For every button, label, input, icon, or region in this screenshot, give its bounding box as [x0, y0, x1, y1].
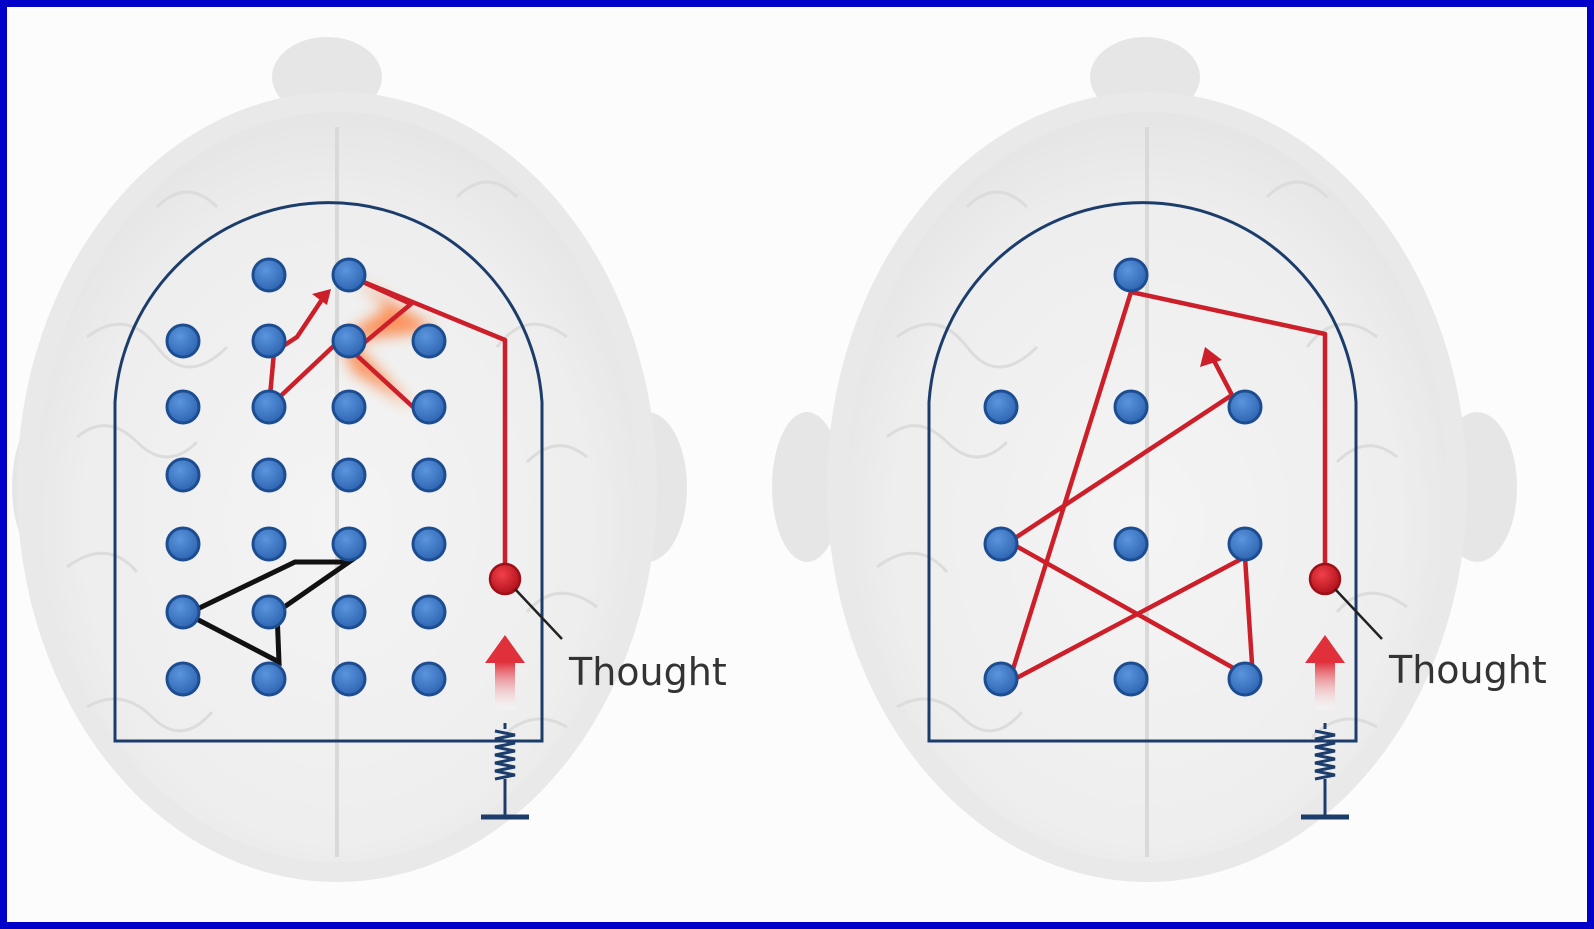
left-node	[413, 596, 445, 628]
left-node	[333, 325, 365, 357]
right-node	[1229, 528, 1261, 560]
right-node	[1229, 391, 1261, 423]
left-node	[333, 528, 365, 560]
diagram-svg: Thought	[7, 7, 1587, 922]
left-node	[333, 459, 365, 491]
left-node	[253, 663, 285, 695]
left-node	[253, 391, 285, 423]
left-node	[253, 325, 285, 357]
right-node	[985, 663, 1017, 695]
left-node	[413, 663, 445, 695]
left-node	[167, 391, 199, 423]
right-thought-label: Thought	[1388, 648, 1547, 692]
right-node	[1115, 528, 1147, 560]
left-node	[333, 391, 365, 423]
right-node	[1115, 663, 1147, 695]
left-node	[333, 663, 365, 695]
left-node	[167, 528, 199, 560]
left-node	[413, 528, 445, 560]
right-node	[1115, 391, 1147, 423]
left-node	[253, 528, 285, 560]
left-node	[253, 259, 285, 291]
right-node	[985, 528, 1017, 560]
right-node	[1115, 259, 1147, 291]
left-node	[413, 391, 445, 423]
left-node	[167, 596, 199, 628]
right-node	[1229, 663, 1261, 695]
left-thought-label: Thought	[568, 650, 727, 694]
left-node	[167, 663, 199, 695]
right-panel: Thought	[772, 37, 1547, 882]
left-node	[413, 325, 445, 357]
left-node	[253, 459, 285, 491]
left-node	[167, 325, 199, 357]
left-node	[333, 596, 365, 628]
left-node	[167, 459, 199, 491]
diagram-stage: Thought	[7, 7, 1587, 922]
left-node	[253, 596, 285, 628]
left-panel: Thought	[12, 37, 727, 882]
right-head-silhouette	[772, 37, 1517, 882]
right-node	[985, 391, 1017, 423]
left-node	[413, 459, 445, 491]
left-node	[333, 259, 365, 291]
